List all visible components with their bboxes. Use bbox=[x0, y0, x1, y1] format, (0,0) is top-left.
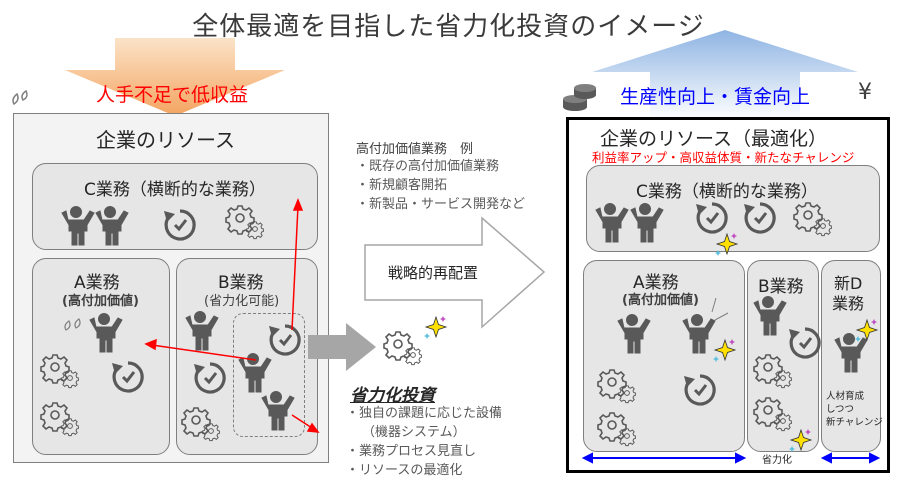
right-subheading: 利益率アップ・高収益体質・新たなチャレンジ bbox=[592, 150, 855, 165]
gears-icon bbox=[598, 413, 635, 446]
person-icon bbox=[89, 313, 123, 353]
sparkle-icon bbox=[423, 315, 447, 340]
gears-icon bbox=[598, 370, 635, 403]
clock-icon bbox=[267, 324, 301, 356]
person-icon bbox=[61, 206, 95, 246]
sparkle-icon bbox=[854, 318, 878, 343]
hv-item-1: ・既存の高付加価値業務 bbox=[356, 159, 500, 174]
person-icon bbox=[185, 311, 219, 351]
person-icon bbox=[682, 314, 716, 354]
gears-icon bbox=[794, 203, 831, 236]
left-banner: 人手不足で低収益 bbox=[96, 84, 249, 106]
person-icon bbox=[834, 333, 868, 373]
clock-icon bbox=[162, 209, 196, 241]
right-a-sub: (高付加価値) bbox=[622, 293, 699, 308]
right-b-bottom-label: 省力化 bbox=[762, 455, 792, 466]
left-b-sub: (省力化可能) bbox=[204, 294, 280, 309]
clock-icon bbox=[682, 374, 716, 406]
sparkle-icon bbox=[714, 232, 738, 257]
sweat-drops-icon bbox=[64, 318, 81, 331]
person-icon bbox=[753, 296, 787, 336]
reallocation-arrow bbox=[364, 216, 546, 329]
person-icon bbox=[261, 391, 295, 431]
gears-icon bbox=[226, 206, 263, 239]
right-banner: 生産性向上・賃金向上 bbox=[620, 86, 811, 108]
hv-title: 高付加価値業務 例 bbox=[356, 142, 474, 157]
gears-icon bbox=[384, 332, 421, 365]
sparkle-icon bbox=[712, 338, 736, 363]
right-heading: 企業のリソース（最適化） bbox=[600, 128, 828, 150]
reallocation-label: 戦略的再配置 bbox=[388, 264, 479, 282]
invest-arrow bbox=[308, 323, 376, 371]
clock-icon bbox=[694, 202, 728, 234]
invest-item-2: （機器システム） bbox=[362, 425, 466, 440]
gears-icon bbox=[754, 398, 791, 431]
sweat-drops-icon bbox=[12, 89, 28, 106]
clock-icon bbox=[787, 327, 821, 359]
page-title: 全体最適を目指した省力化投資のイメージ bbox=[192, 12, 705, 42]
gears-icon bbox=[41, 355, 78, 388]
person-icon bbox=[617, 314, 651, 354]
left-a-panel bbox=[32, 258, 170, 455]
invest-item-1: ・独自の課題に応じた設備 bbox=[346, 406, 503, 421]
left-c-label: C業務（横断的な業務） bbox=[84, 180, 266, 200]
gears-icon bbox=[41, 403, 78, 436]
left-b-dashed-group bbox=[233, 313, 305, 437]
clock-icon bbox=[192, 362, 226, 394]
sparkle-icon bbox=[788, 428, 812, 453]
left-heading: 企業のリソース bbox=[96, 128, 235, 152]
person-icon bbox=[595, 203, 629, 243]
clock-icon bbox=[110, 361, 144, 393]
right-a-label: A業務 bbox=[633, 273, 679, 293]
left-a-label: A業務 bbox=[74, 273, 120, 293]
down-arrow bbox=[65, 38, 285, 116]
invest-item-3: ・業務プロセス見直し bbox=[346, 444, 477, 459]
invest-item-4: ・リソースの最適化 bbox=[346, 463, 463, 478]
right-d-note: 人材育成 しつつ 新チャレンジ bbox=[826, 391, 883, 428]
left-a-sub: (高付加価値) bbox=[62, 294, 139, 309]
right-b-label: B業務 bbox=[758, 277, 804, 297]
left-b-label: B業務 bbox=[218, 273, 264, 293]
invest-title: 省力化投資 bbox=[350, 386, 435, 406]
gears-icon bbox=[754, 355, 791, 388]
gears-icon bbox=[182, 408, 219, 441]
clock-icon bbox=[742, 202, 776, 234]
right-c-label: C業務（横断的な業務） bbox=[636, 182, 818, 202]
coins-icon bbox=[563, 84, 596, 111]
up-arrow bbox=[592, 30, 858, 120]
hv-item-2: ・新規顧客開拓 bbox=[356, 178, 448, 193]
blue-range-arrows bbox=[581, 452, 881, 464]
hv-item-3: ・新製品・サービス開発など bbox=[356, 197, 526, 212]
reallocation-red-arrows bbox=[144, 197, 320, 433]
person-icon bbox=[95, 206, 129, 246]
right-d-label: 新D bbox=[834, 274, 863, 293]
yen-icon: ¥ bbox=[858, 80, 872, 105]
person-icon bbox=[630, 203, 664, 243]
right-a-panel bbox=[583, 260, 745, 452]
right-d-label-2: 業務 bbox=[832, 294, 865, 313]
